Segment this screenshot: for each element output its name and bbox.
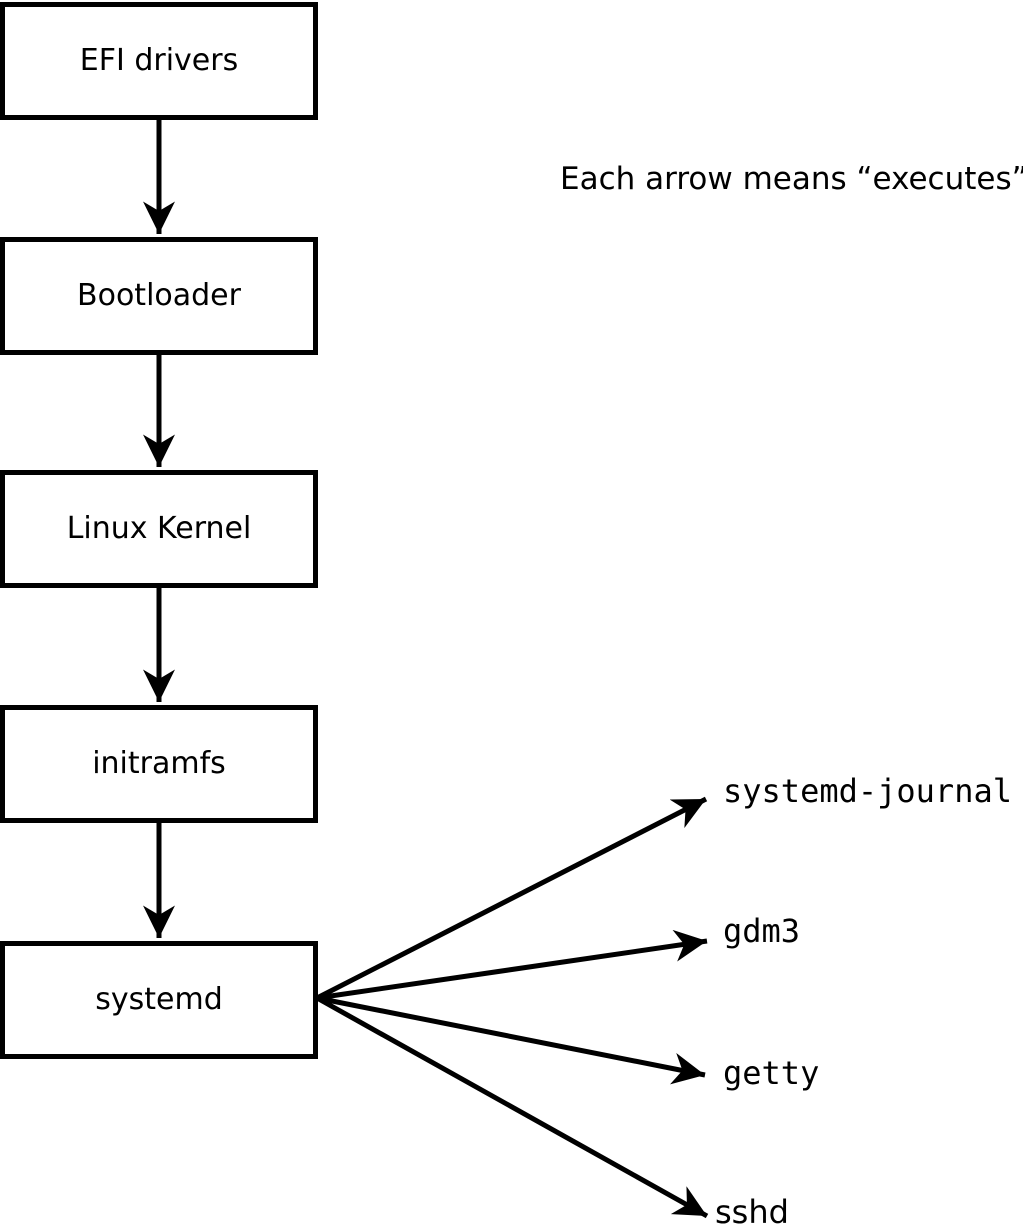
node-initramfs: initramfs <box>0 705 318 823</box>
label-sshd: sshd <box>715 1193 789 1230</box>
arrow-systemd-to-gdm3-icon <box>316 929 708 1001</box>
label-systemd-journal: systemd-journal <box>723 772 1012 810</box>
node-bootloader: Bootloader <box>0 237 318 355</box>
node-linux-kernel: Linux Kernel <box>0 470 318 588</box>
legend-note: Each arrow means “executes”. <box>560 161 1023 197</box>
label-getty: getty <box>723 1054 820 1092</box>
arrow-systemd-to-sshd-icon <box>315 995 709 1219</box>
arrow-systemd-to-journal-icon <box>315 796 708 1001</box>
arrow-systemd-to-getty-icon <box>316 995 706 1085</box>
node-efi-drivers: EFI drivers <box>0 2 318 120</box>
label-gdm3: gdm3 <box>723 912 801 950</box>
node-systemd: systemd <box>0 941 318 1059</box>
